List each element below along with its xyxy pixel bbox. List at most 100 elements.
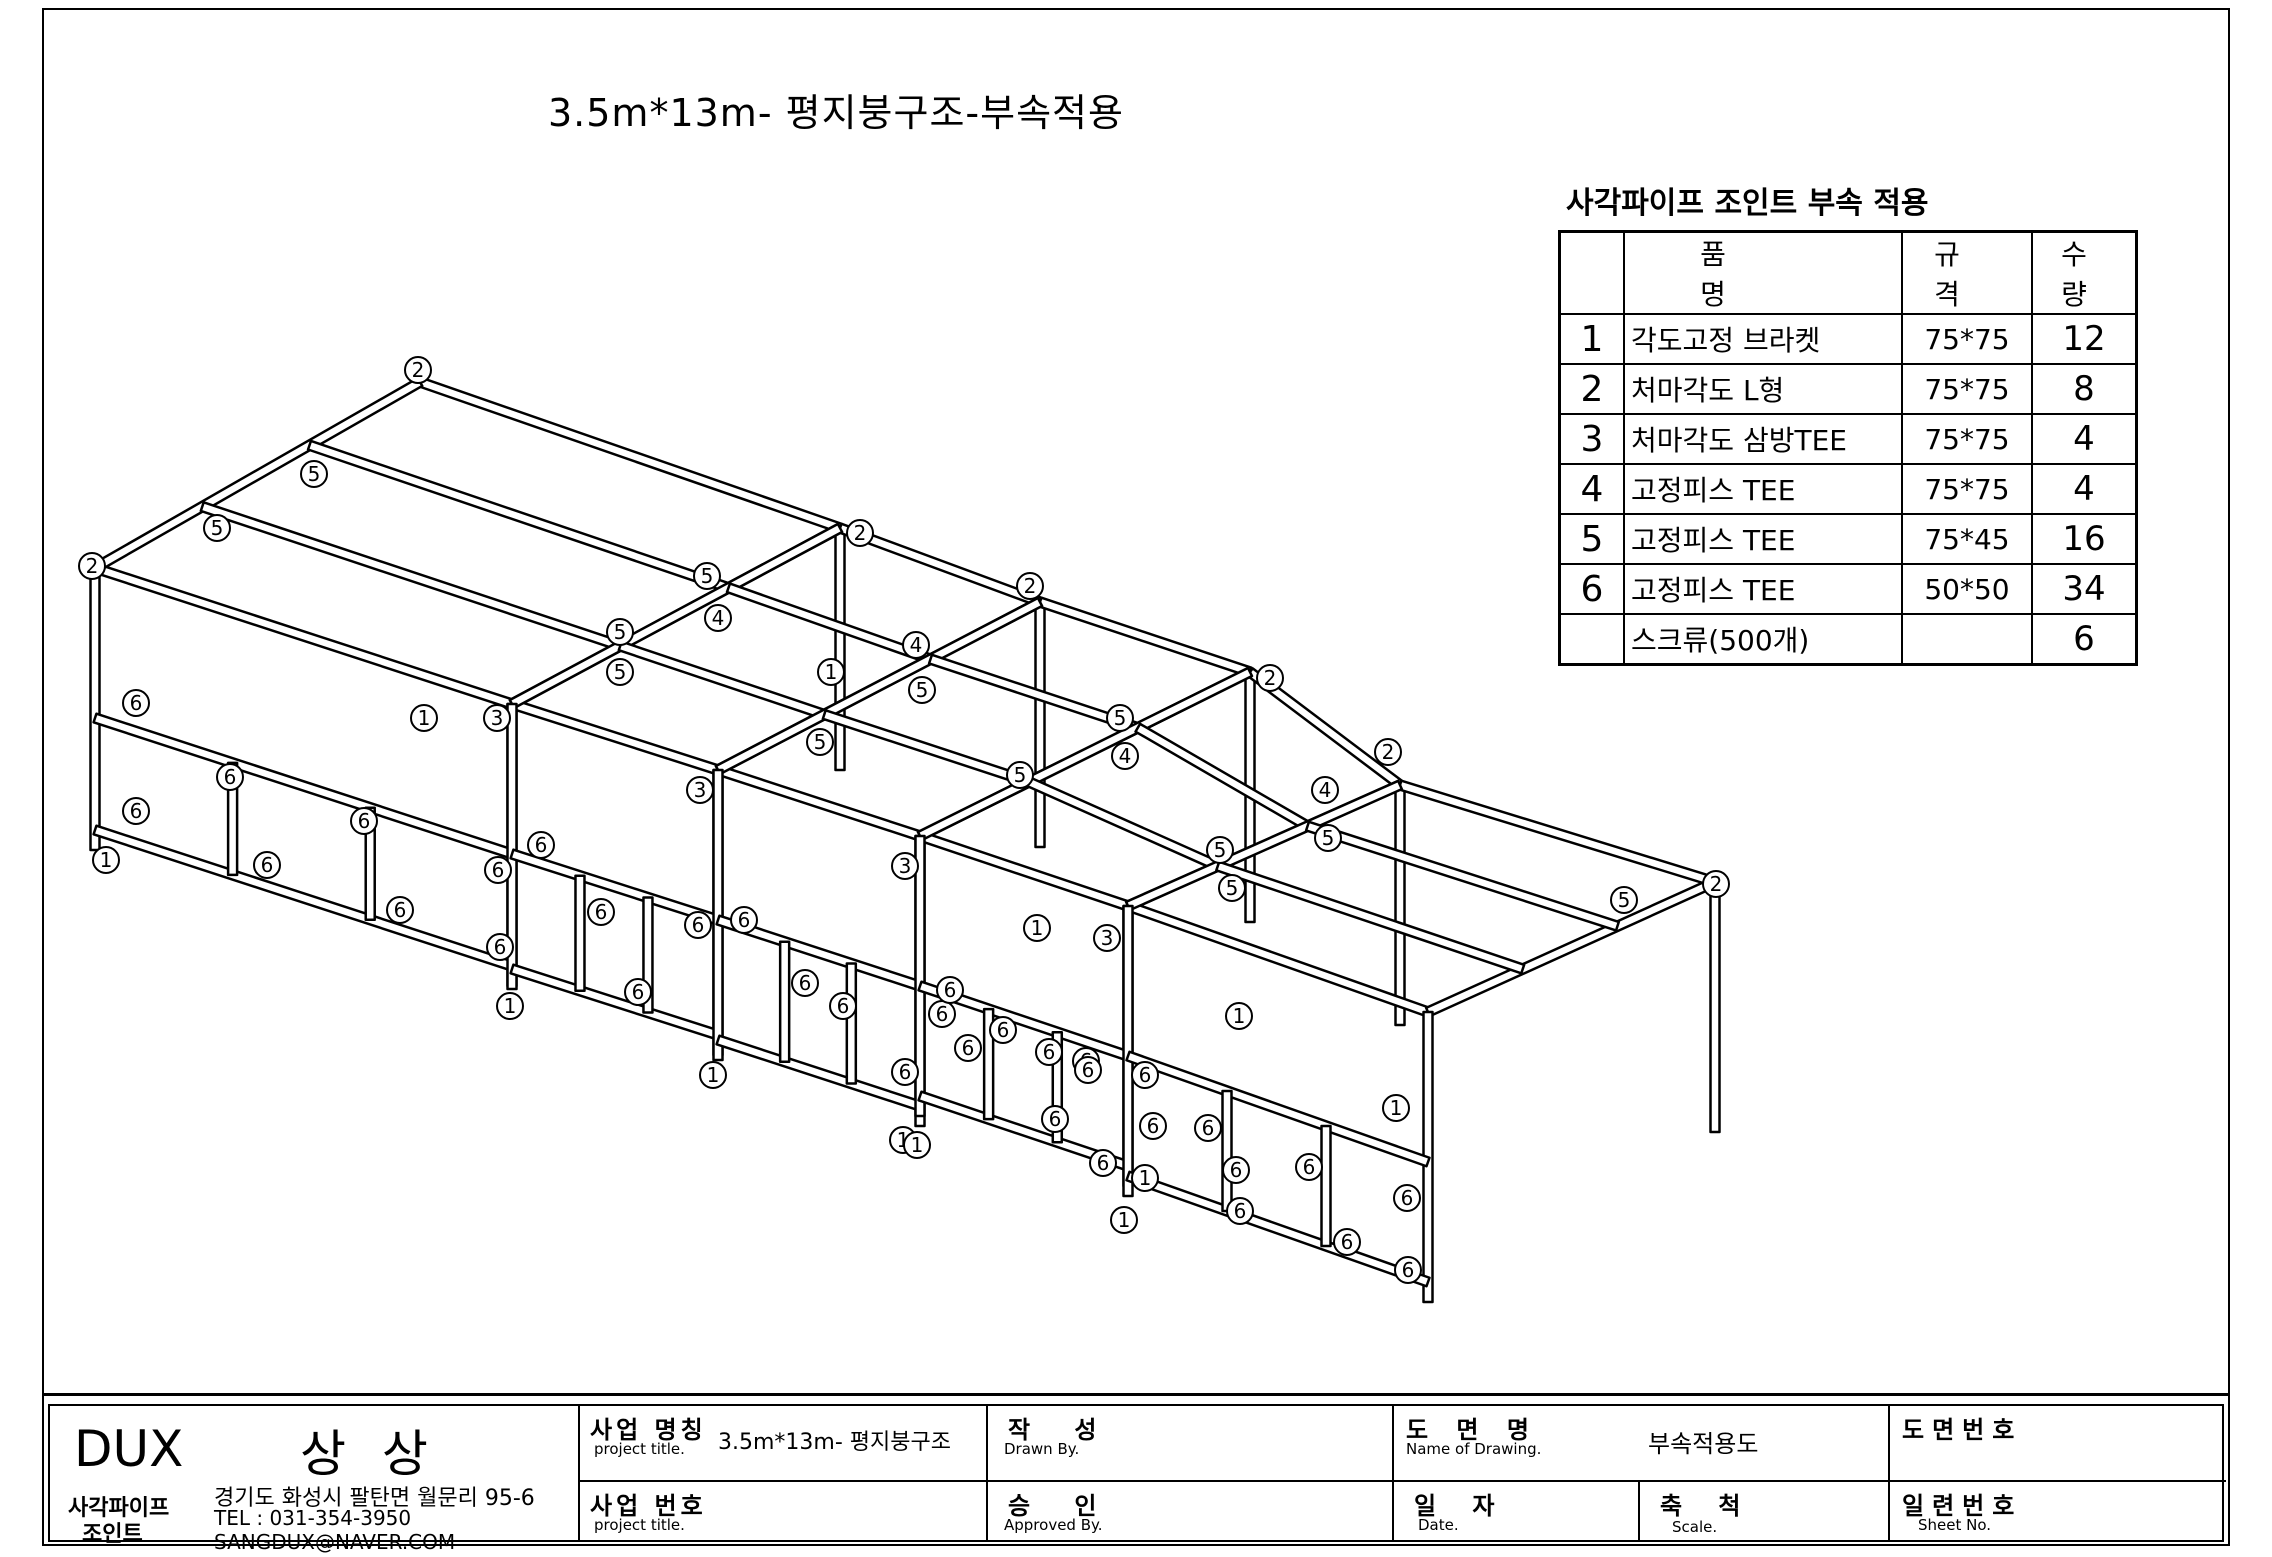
- callout-label: 6: [1049, 1107, 1062, 1131]
- callout-5: 5: [606, 618, 634, 646]
- post: [712, 768, 724, 1062]
- callout-circle: [122, 797, 150, 825]
- callout-6: 6: [1222, 1156, 1250, 1184]
- callout-label: 5: [1214, 838, 1227, 862]
- callout-circle: [1374, 738, 1402, 766]
- row-no: 3: [1558, 413, 1625, 465]
- callout-circle: [699, 1061, 727, 1089]
- company-name: 상 상: [300, 1425, 438, 1483]
- callout-6: 6: [1035, 1038, 1063, 1066]
- callout-circle: [1311, 776, 1339, 804]
- callout-label: 2: [1264, 666, 1277, 690]
- callout-circle: [486, 933, 514, 961]
- company-address: 경기도 화성시 팔탄면 월문리 95-6: [214, 1486, 535, 1511]
- roof-purlin: [821, 709, 1032, 788]
- callout-circle: [606, 618, 634, 646]
- callout-label: 5: [701, 564, 714, 588]
- callout-5: 5: [1314, 824, 1342, 852]
- roof-beam: [1037, 596, 1253, 678]
- row-qty: 4: [2031, 463, 2138, 515]
- drawing-frame: [42, 8, 2230, 1546]
- callout-6: 6: [587, 898, 615, 926]
- callout-label: 3: [694, 778, 707, 802]
- wall-stud: [778, 940, 791, 1064]
- callout-label: 1: [504, 994, 517, 1018]
- callout-label: 5: [614, 620, 627, 644]
- callout-6: 6: [122, 797, 150, 825]
- row-name: 처마각도 삼방TEE: [1623, 413, 1903, 465]
- callout-4: 4: [1111, 742, 1139, 770]
- callout-circle: [1222, 1156, 1250, 1184]
- project-name-value: 3.5m*13m- 평지붕구조: [718, 1430, 951, 1455]
- callout-circle: [817, 658, 845, 686]
- callout-label: 6: [224, 765, 237, 789]
- callout-label: 5: [308, 462, 321, 486]
- row-qty: 34: [2031, 563, 2138, 615]
- title-block: DUX 상 상 사각파이프 조인트 경기도 화성시 팔탄면 월문리 95-6 T…: [42, 1393, 2230, 1552]
- callout-6: 6: [1194, 1114, 1222, 1142]
- callout-label: 4: [712, 606, 725, 630]
- callout-label: 5: [1114, 706, 1127, 730]
- callout-circle: [1016, 572, 1044, 600]
- callout-6: 6: [484, 856, 512, 884]
- drawing-name-cell: 도 면 명 Name of Drawing. 부속적용도 일 자 Date. 축…: [1394, 1406, 1890, 1540]
- callout-label: 6: [494, 935, 507, 959]
- callout-2: 2: [1702, 870, 1730, 898]
- wall-stud: [845, 962, 858, 1085]
- callout-circle: [527, 831, 555, 859]
- callout-1: 1: [817, 658, 845, 686]
- callout-label: 6: [1097, 1151, 1110, 1175]
- callout-label: 5: [1618, 888, 1631, 912]
- callout-label: 3: [1101, 926, 1114, 950]
- drawing-name-label: 도 면 명: [1406, 1416, 1539, 1444]
- callout-circle: [92, 846, 120, 874]
- callout-label: 5: [1226, 876, 1239, 900]
- callout-2: 2: [404, 356, 432, 384]
- callout-circle: [216, 763, 244, 791]
- callout-label: 6: [944, 978, 957, 1002]
- sheet-number-label: 일련번호: [1902, 1492, 2023, 1520]
- table-row: 스크류(500개) 6: [1558, 613, 2138, 666]
- wall-rail: [1125, 1170, 1431, 1288]
- callout-circle: [891, 1058, 919, 1086]
- callout-6: 6: [350, 807, 378, 835]
- table-row: 2 처마각도 L형 75*75 8: [1558, 363, 2138, 415]
- roof-purlin: [1025, 776, 1221, 872]
- callout-6: 6: [486, 933, 514, 961]
- callout-label: 6: [1082, 1058, 1095, 1082]
- drawn-approved-cell: 작 성 Drawn By. 승 인 Approved By.: [988, 1406, 1394, 1540]
- row-no: 2: [1558, 363, 1625, 415]
- callout-6: 6: [1139, 1112, 1167, 1140]
- roof-purlin: [1304, 820, 1621, 932]
- callout-6: 6: [527, 831, 555, 859]
- callout-circle: [686, 776, 714, 804]
- callout-5: 5: [606, 658, 634, 686]
- table-row: 1 각도고정 브라켓 75*75 12: [1558, 313, 2138, 365]
- callout-label: 5: [1322, 826, 1335, 850]
- callout-circle: [300, 460, 328, 488]
- callout-label: 3: [899, 854, 912, 878]
- callout-1: 1: [1382, 1094, 1410, 1122]
- callout-2: 2: [78, 552, 106, 580]
- callout-1: 1: [92, 846, 120, 874]
- callout-label: 1: [1139, 1166, 1152, 1190]
- callout-circle: [483, 704, 511, 732]
- callout-circle: [404, 356, 432, 384]
- wall-rail: [92, 712, 515, 860]
- callout-circle: [1226, 1197, 1254, 1225]
- row-spec: 75*45: [1901, 513, 2033, 565]
- sheet-number-label-en: Sheet No.: [1918, 1516, 1992, 1534]
- product-line-2: 조인트: [82, 1522, 143, 1547]
- wall-stud: [364, 806, 376, 922]
- callout-1: 1: [903, 1131, 931, 1159]
- callout-label: 6: [936, 1002, 949, 1026]
- row-spec: 75*75: [1901, 413, 2033, 465]
- callout-circle: [908, 676, 936, 704]
- divider: [1394, 1480, 1888, 1482]
- roof-purlin: [1134, 722, 1312, 832]
- callout-circle: [78, 552, 106, 580]
- callout-6: 6: [1041, 1105, 1069, 1133]
- callout-2: 2: [846, 519, 874, 547]
- callout-label: 3: [491, 706, 504, 730]
- callout-circle: [122, 689, 150, 717]
